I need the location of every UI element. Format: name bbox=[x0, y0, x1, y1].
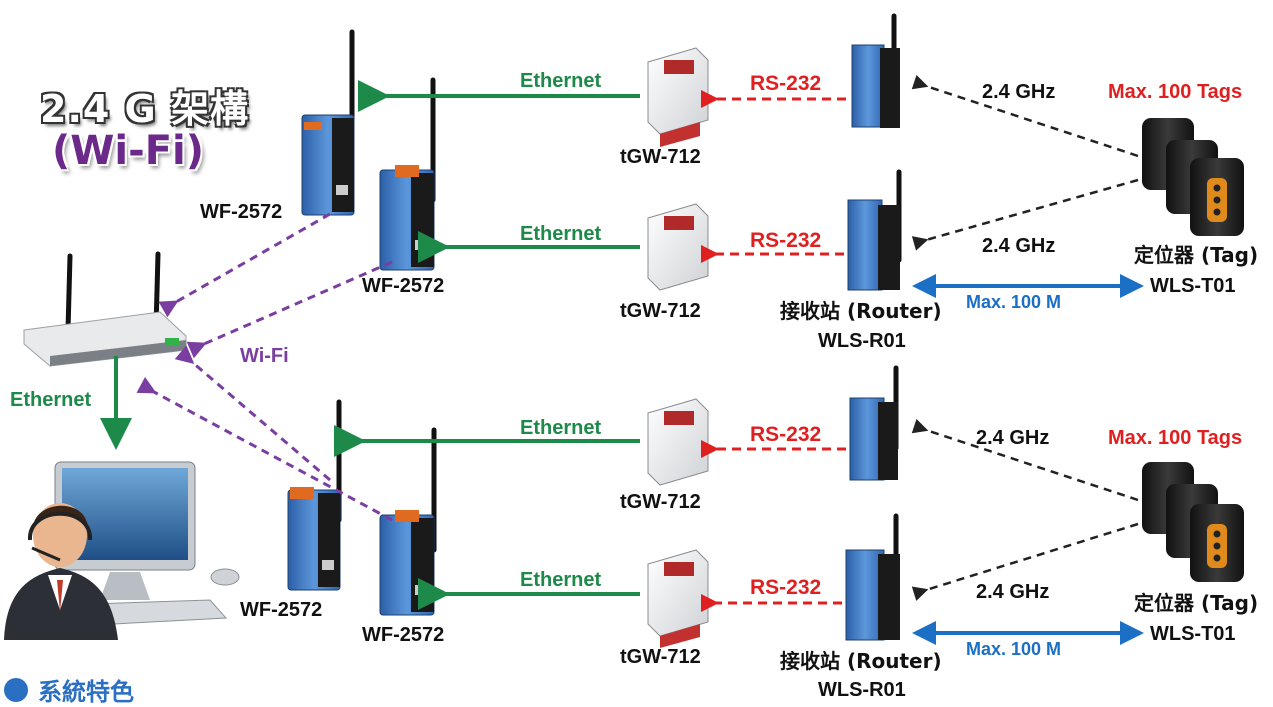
gateway-label-1: tGW-712 bbox=[620, 146, 701, 168]
wf2572-device-2 bbox=[380, 80, 434, 270]
wf2572-device-4 bbox=[380, 430, 434, 615]
ethernet-label-2: Ethernet bbox=[520, 223, 601, 245]
tag-name-label-2: 定位器 (Tag) bbox=[1134, 591, 1258, 615]
tgw712-gateway-1 bbox=[648, 48, 708, 147]
ethernet-label-pc: Ethernet bbox=[10, 389, 91, 411]
wls-r01-router-2 bbox=[848, 172, 900, 290]
wls-r01-router-1 bbox=[852, 16, 900, 128]
rf-arrow-2 bbox=[926, 180, 1138, 240]
router-model-label-1: WLS-R01 bbox=[818, 330, 906, 352]
ghz-label-3: 2.4 GHz bbox=[976, 427, 1049, 449]
wls-r01-router-4 bbox=[846, 516, 900, 640]
wls-r01-router-3 bbox=[850, 368, 898, 480]
wifi-arrow-1 bbox=[176, 214, 330, 302]
tgw712-gateway-2 bbox=[648, 204, 708, 290]
ghz-label-2: 2.4 GHz bbox=[982, 235, 1055, 257]
max-tags-label-2: Max. 100 Tags bbox=[1108, 427, 1242, 449]
wifi-access-point bbox=[24, 254, 186, 366]
tag-name-label-1: 定位器 (Tag) bbox=[1134, 243, 1258, 267]
max-range-label-1: Max. 100 M bbox=[966, 292, 1061, 312]
router-model-label-2: WLS-R01 bbox=[818, 679, 906, 698]
rs232-label-3: RS-232 bbox=[750, 423, 821, 446]
tag-model-label-2: WLS-T01 bbox=[1150, 623, 1236, 645]
ethernet-label-3: Ethernet bbox=[520, 417, 601, 439]
router-name-label-1: 接收站 (Router) bbox=[780, 299, 942, 323]
tgw712-gateway-3 bbox=[648, 399, 708, 485]
gateway-label-2: tGW-712 bbox=[620, 300, 701, 322]
section-heading: 系統特色 bbox=[4, 672, 134, 707]
section-heading-text: 系統特色 bbox=[38, 672, 134, 707]
rs232-label-2: RS-232 bbox=[750, 229, 821, 252]
wf2572-label-3: WF-2572 bbox=[240, 599, 322, 621]
max-range-label-2: Max. 100 M bbox=[966, 639, 1061, 659]
gateway-label-3: tGW-712 bbox=[620, 491, 701, 513]
ethernet-label-4: Ethernet bbox=[520, 569, 601, 591]
wf2572-label-1: WF-2572 bbox=[200, 201, 282, 223]
router-name-label-2: 接收站 (Router) bbox=[780, 649, 942, 673]
wf2572-device-1 bbox=[302, 32, 354, 215]
gateway-label-4: tGW-712 bbox=[620, 646, 701, 668]
wls-t01-tag-stack-1 bbox=[1142, 118, 1244, 236]
ghz-label-4: 2.4 GHz bbox=[976, 581, 1049, 603]
wifi-label: Wi-Fi bbox=[240, 345, 289, 367]
wifi-arrow-3 bbox=[192, 362, 330, 480]
rs232-label-1: RS-232 bbox=[750, 72, 821, 95]
max-tags-label-1: Max. 100 Tags bbox=[1108, 81, 1242, 103]
tag-model-label-1: WLS-T01 bbox=[1150, 275, 1236, 297]
ghz-label-1: 2.4 GHz bbox=[982, 81, 1055, 103]
wf2572-label-2: WF-2572 bbox=[362, 275, 444, 297]
ethernet-label-1: Ethernet bbox=[520, 70, 601, 92]
rs232-label-4: RS-232 bbox=[750, 576, 821, 599]
wf2572-device-3 bbox=[288, 402, 340, 590]
wls-t01-tag-stack-2 bbox=[1142, 462, 1244, 582]
wf2572-label-4: WF-2572 bbox=[362, 624, 444, 646]
tgw712-gateway-4 bbox=[648, 550, 708, 648]
